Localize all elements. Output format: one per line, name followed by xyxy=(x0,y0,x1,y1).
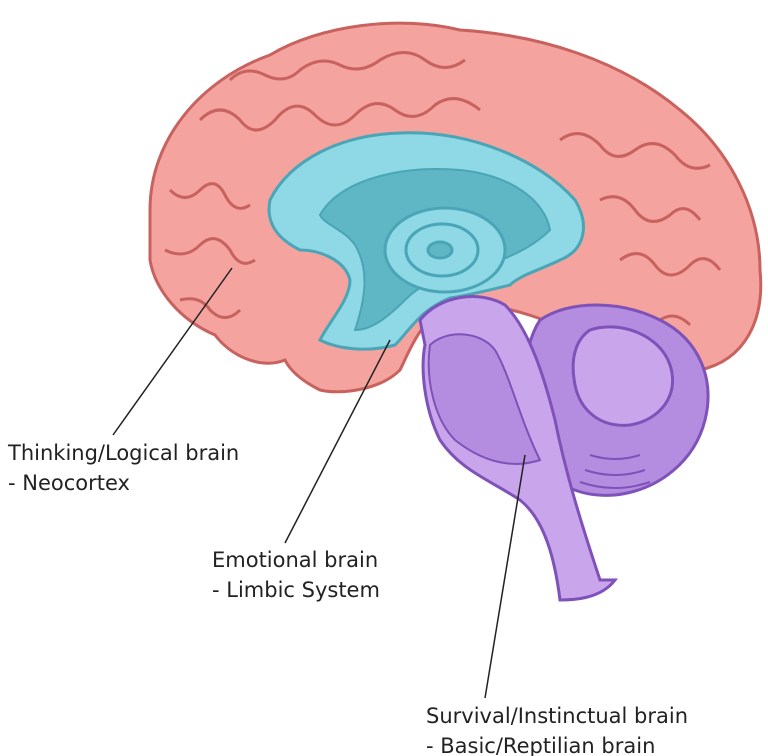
neocortex-label: Thinking/Logical brain - Neocortex xyxy=(8,438,239,498)
limbic-label: Emotional brain - Limbic System xyxy=(212,545,380,605)
limbic-label-line2: - Limbic System xyxy=(212,575,380,605)
reptilian-label: Survival/Instinctual brain - Basic/Repti… xyxy=(426,701,688,756)
reptilian-region xyxy=(420,297,708,600)
neocortex-label-line2: - Neocortex xyxy=(8,468,239,498)
neocortex-label-line1: Thinking/Logical brain xyxy=(8,438,239,468)
thalamus-core xyxy=(428,242,452,258)
limbic-label-line1: Emotional brain xyxy=(212,545,380,575)
reptilian-label-line2: - Basic/Reptilian brain xyxy=(426,731,688,756)
reptilian-label-line1: Survival/Instinctual brain xyxy=(426,701,688,731)
